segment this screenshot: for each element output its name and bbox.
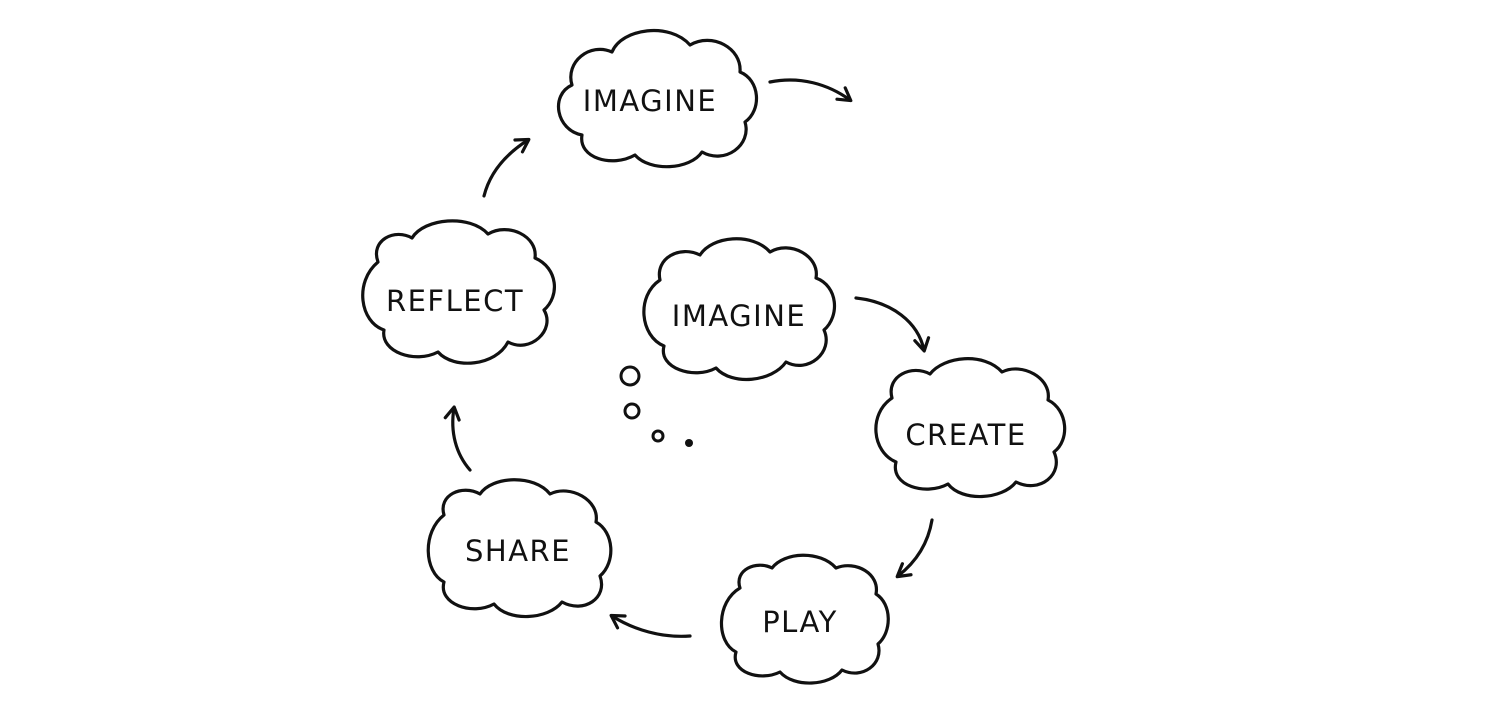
cloud-shape	[361, 219, 556, 365]
arrow-create-to-play	[895, 518, 934, 579]
node-reflect-label: REFLECT	[386, 284, 524, 318]
thought-bubble-large	[619, 365, 641, 387]
node-create-label: CREATE	[905, 418, 1026, 452]
arrow-play-to-share	[609, 613, 692, 638]
thought-bubble-dot	[685, 439, 693, 447]
thought-bubble-medium	[623, 402, 641, 420]
arrow-share-to-reflect	[443, 405, 472, 472]
cloud-shape	[874, 357, 1067, 499]
arrow-imagine-onward	[768, 78, 853, 103]
node-play: PLAY	[719, 553, 890, 685]
node-play-label: PLAY	[762, 605, 838, 639]
node-reflect: REFLECT	[361, 219, 556, 365]
cloud-shape	[426, 478, 613, 619]
arrow-reflect-to-imagine	[482, 137, 531, 198]
node-create: CREATE	[874, 357, 1067, 499]
cloud-shape	[556, 28, 759, 169]
thought-bubbles	[619, 365, 693, 447]
node-share-label: SHARE	[465, 534, 571, 568]
cloud-shape	[719, 553, 890, 685]
node-imagine-inner-label: IMAGINE	[672, 299, 806, 333]
thought-bubble-small	[651, 429, 665, 443]
node-share: SHARE	[426, 478, 613, 619]
cloud-shape	[642, 237, 837, 382]
node-imagine-top: IMAGINE	[556, 28, 759, 169]
node-imagine-top-label: IMAGINE	[583, 84, 717, 118]
node-imagine-inner: IMAGINE	[642, 237, 837, 382]
arrow-imagine-to-create	[854, 296, 931, 353]
